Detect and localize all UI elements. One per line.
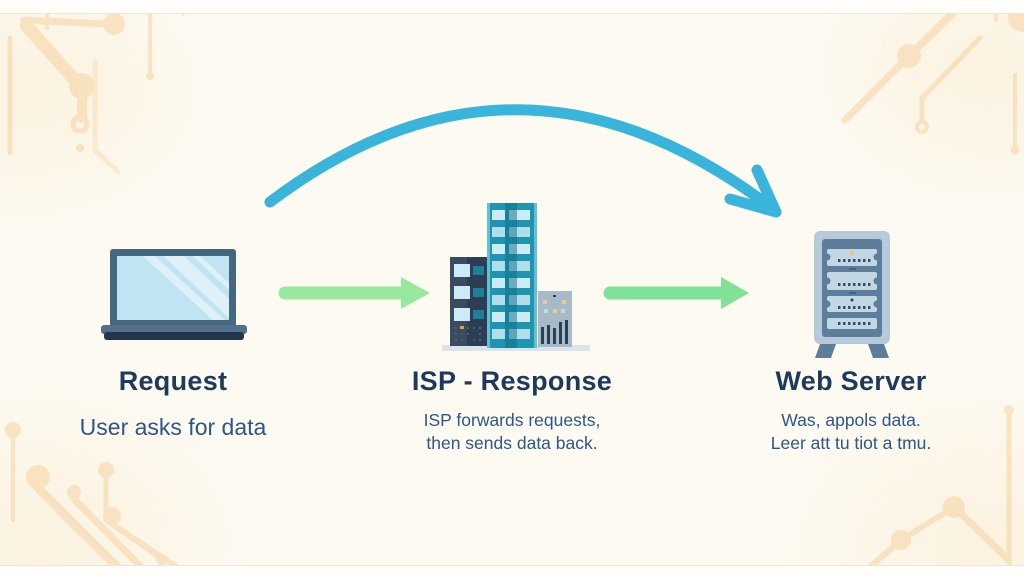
server-unit-text-dashes bbox=[838, 259, 871, 325]
request-label-group: Request User asks for data bbox=[33, 366, 313, 441]
gray-building bbox=[538, 291, 572, 347]
circuit-bottom-right-pads bbox=[891, 405, 1014, 550]
green-arrow-isp-to-server-icon bbox=[603, 277, 749, 309]
laptop-base bbox=[101, 325, 247, 334]
server-tower-icon bbox=[814, 231, 890, 358]
isp-subtitle-line2: then sends data back. bbox=[426, 433, 598, 454]
navy-building bbox=[450, 257, 488, 346]
top-edge-band bbox=[0, 0, 1024, 14]
webserver-subtitle-line1: Was, appols data. bbox=[781, 410, 921, 430]
server-right-foot bbox=[868, 344, 889, 358]
server-left-foot bbox=[815, 344, 836, 358]
laptop-screen-glare bbox=[142, 256, 229, 320]
isp-subtitle-line1: ISP forwards requests, bbox=[423, 410, 601, 430]
webserver-title: Web Server bbox=[775, 366, 927, 396]
isp-buildings-icon bbox=[442, 203, 590, 351]
isp-label-group: ISP - Response ISP forwards requests, th… bbox=[372, 366, 652, 455]
curved-request-arrow-icon bbox=[264, 104, 782, 218]
request-title: Request bbox=[118, 366, 228, 396]
webserver-label-group: Web Server Was, appols data. Leer att tu… bbox=[711, 366, 991, 455]
teal-building bbox=[487, 203, 537, 348]
laptop-icon bbox=[101, 249, 247, 340]
circuit-bottom-left-pads bbox=[5, 422, 168, 566]
request-subtitle: User asks for data bbox=[79, 414, 267, 440]
isp-title: ISP - Response bbox=[411, 366, 613, 396]
circuit-top-left-pads bbox=[7, 13, 154, 155]
bottom-edge-band bbox=[0, 565, 1024, 576]
orange-led bbox=[460, 326, 464, 329]
teal-building-windows bbox=[492, 210, 530, 339]
green-arrow-request-to-isp-icon bbox=[278, 277, 430, 309]
webserver-subtitle-line2: Leer att tu tiot a tmu. bbox=[770, 433, 932, 454]
navy-building-led-grid bbox=[455, 327, 481, 341]
gray-building-bars bbox=[541, 320, 568, 344]
server-status-led bbox=[849, 250, 855, 256]
